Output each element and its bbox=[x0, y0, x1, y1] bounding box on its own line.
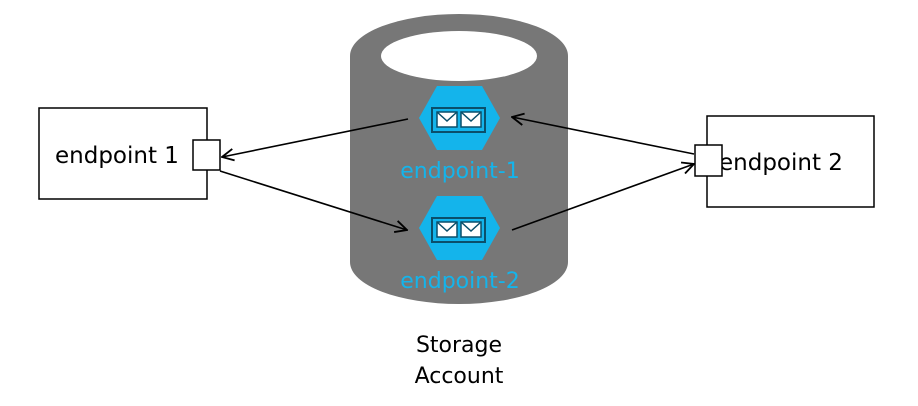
queue-endpoint-2: endpoint-2 bbox=[400, 196, 520, 294]
endpoint-2-node: endpoint 2 bbox=[694, 115, 875, 208]
cylinder-top-opening bbox=[381, 31, 537, 81]
queue-endpoint-1: endpoint-1 bbox=[400, 86, 520, 184]
endpoint-1-port bbox=[192, 139, 221, 171]
arrow-endpoint2-to-queue1 bbox=[512, 117, 695, 155]
arrow-endpoint1-to-queue2 bbox=[219, 170, 407, 230]
endpoint-2-label: endpoint 2 bbox=[719, 150, 843, 176]
endpoint-1-box bbox=[38, 107, 208, 200]
endpoint-2-port bbox=[694, 144, 723, 177]
queue-label-endpoint-2: endpoint-2 bbox=[400, 269, 520, 294]
arrow-queue2-to-endpoint2 bbox=[511, 164, 694, 231]
endpoint-1-node: endpoint 1 bbox=[38, 107, 221, 200]
endpoint-1-label: endpoint 1 bbox=[55, 143, 179, 169]
queue-icon bbox=[419, 196, 500, 260]
queue-icon bbox=[419, 86, 500, 150]
storage-label-line2: Account bbox=[415, 364, 504, 389]
arrow-queue1-to-endpoint1 bbox=[222, 118, 409, 157]
queue-label-endpoint-1: endpoint-1 bbox=[400, 159, 520, 184]
storage-label-line1: Storage bbox=[416, 333, 502, 358]
